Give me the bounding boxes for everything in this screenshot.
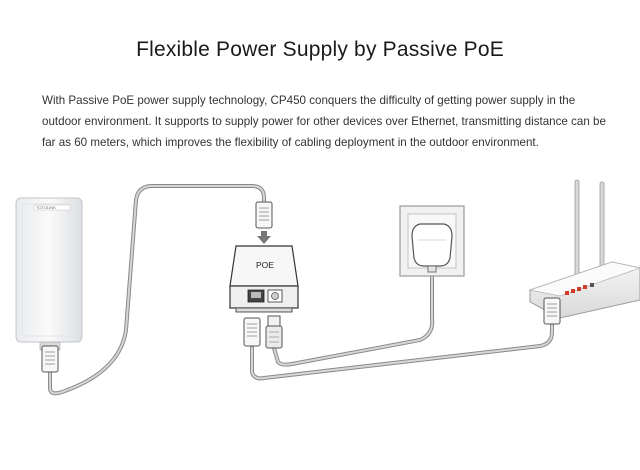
poe-label: POE	[256, 260, 274, 270]
page-title: Flexible Power Supply by Passive PoE	[136, 38, 504, 61]
power-adapter	[411, 223, 453, 273]
ethernet-cable-poe-to-router-inner	[251, 321, 553, 380]
rj45-plug-poe-output	[243, 317, 261, 347]
rj45-plug-cpe	[41, 345, 59, 373]
ethernet-cable-cpe-inner	[49, 185, 265, 395]
poe-injector: POE	[229, 245, 299, 313]
cpe-brand-label: TOTOLINK	[36, 205, 56, 210]
arrow-down-icon	[257, 231, 271, 244]
wireless-router	[528, 179, 640, 319]
rj45-plug-poe-input	[255, 201, 273, 229]
outdoor-cpe-device: TOTOLINK	[15, 197, 83, 351]
power-cable-inner	[273, 267, 434, 366]
rj45-plug-router	[543, 297, 561, 325]
dc-power-plug	[265, 315, 283, 349]
description-paragraph: With Passive PoE power supply technology…	[42, 94, 606, 149]
